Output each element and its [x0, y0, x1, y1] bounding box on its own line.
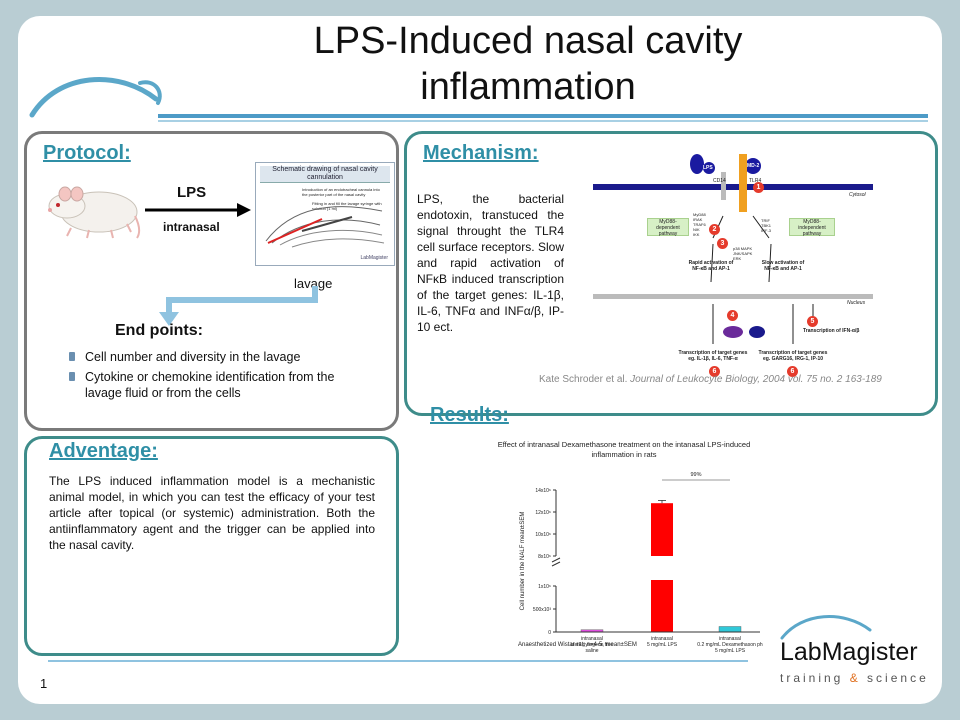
axis-break-mark: [551, 557, 561, 563]
step-1-marker: 1: [753, 182, 764, 193]
logo-name: LabMagister: [780, 638, 918, 666]
arrow-right-icon: [145, 203, 251, 217]
endpoint-item: Cytokine or chemokine identification fro…: [65, 369, 365, 401]
mechanism-heading: Mechanism:: [423, 142, 539, 164]
x-tick-label: 5 mg/mL LPS: [715, 648, 746, 654]
pathway-graphics: [593, 154, 873, 344]
right-transcription-label: Transcription of target genes eg. GARG16…: [758, 350, 828, 362]
bar-lower-segment: [651, 580, 673, 632]
lavage-label: lavage: [294, 276, 333, 291]
right-stack-label: TRIF TBK1 IRF-3: [761, 218, 772, 233]
chart-title: Effect of intranasal Dexamethasone treat…: [497, 440, 751, 459]
citation: Kate Schroder et al. Journal of Leukocyt…: [539, 374, 882, 385]
advantage-panel: Adventage: The LPS induced inflammation …: [24, 436, 399, 656]
x-tick-label: intranasal: [651, 636, 673, 642]
endpoints-title: End points:: [115, 322, 203, 339]
route-label: intranasal: [163, 220, 220, 234]
results-heading: Results:: [430, 404, 509, 426]
x-tick-label: intranasal: [719, 636, 741, 642]
nucleus-label: Nucleus: [847, 300, 866, 306]
endpoint-item: Cell number and diversity in the lavage: [65, 349, 365, 365]
return-arrow-icon: [159, 286, 318, 326]
tlr4-label: TLR4: [749, 178, 762, 184]
bullet-icon: [69, 372, 75, 381]
myd88-independent-box: MyD88-independent pathway: [789, 218, 835, 237]
y-tick-label: 0: [548, 630, 551, 636]
schematic-title: Schematic drawing of nasal cavity cannul…: [260, 166, 390, 183]
mapk-label: p38 MAPK JNK/SAPK ERK: [733, 246, 753, 261]
y-tick-label: 10x10⁶: [535, 532, 551, 538]
logo-tagline: training & science: [780, 671, 929, 685]
results-bar-chart: 0 500x10³ 1x10⁶ 8x10⁶ 10x10⁶ 12x10⁶ 14x10⁶ Cell…: [520, 472, 763, 654]
slow-activation-label: Slow activation of NF-κB and AP-1: [761, 260, 805, 272]
step-6b-marker: 6: [787, 366, 798, 377]
left-stack-label: MyD88 IRAK TRAF6 NIK IKK: [693, 212, 706, 237]
y-tick-label: 12x10⁶: [535, 510, 551, 516]
logo-swoosh: [780, 615, 872, 640]
tlr4-pathway-diagram: LBP LPS MD-2 CD14 TLR4 Cytosol Nucleus M…: [593, 154, 883, 384]
bullet-icon: [69, 352, 75, 361]
step-4-marker: 4: [727, 310, 738, 321]
md2-label: MD-2: [747, 163, 760, 169]
cd14-label: CD14: [713, 178, 726, 184]
mechanism-panel: Mechanism: LPS, the bacterial endotoxin,…: [404, 131, 938, 416]
step-2-marker: 2: [709, 224, 720, 235]
slide-number: 1: [40, 676, 48, 691]
protocol-heading: Protocol:: [43, 142, 131, 164]
y-tick-label: 8x10⁶: [538, 554, 551, 560]
x-tick-label: 0.2 mg/mL Dexamethason ph: [697, 642, 763, 648]
step-6a-marker: 6: [709, 366, 720, 377]
axis-break-mark: [551, 561, 561, 567]
bar-upper-segment: [651, 503, 673, 556]
ifn-transcription-label: Transcription of IFN-α/β: [803, 328, 860, 334]
lbp-label: LBP: [677, 158, 687, 164]
title-underline-light: [158, 120, 928, 122]
y-tick-label: 1x10⁶: [538, 584, 551, 590]
schematic-note-2: Fitting in and fill the lavage syringe w…: [312, 201, 382, 211]
x-tick-label: saline: [585, 648, 598, 654]
myd88-dependent-box: MyD88-dependent pathway: [647, 218, 689, 237]
nasal-cavity-drawing: [265, 206, 385, 248]
protocol-panel: Protocol: LPS intranasal Schematic drawi…: [24, 131, 399, 431]
y-tick-label: 14x10⁶: [535, 488, 551, 494]
left-transcription-label: Transcription of target genes eg. IL-1β,…: [678, 350, 748, 362]
mechanism-text: LPS, the bacterial endotoxin, transtuced…: [417, 192, 564, 334]
title-underline: [158, 114, 928, 118]
rat-image: [48, 186, 141, 239]
chart-caption: Anaesthetized Wistar rat; n=4-5, mean±SE…: [518, 642, 637, 648]
x-tick-label: steril pyrogene free: [571, 642, 614, 648]
significance-label: 99%: [690, 472, 701, 478]
bottom-rule: [48, 660, 748, 662]
slide-title: LPS-Induced nasal cavity inflammation: [313, 20, 743, 108]
slide: LPS-Induced nasal cavity inflammation Pr…: [18, 16, 942, 704]
step-3-marker: 3: [717, 238, 728, 249]
rapid-activation-label: Rapid activation of NF-κB and AP-1: [688, 260, 734, 272]
y-tick-label: 500x10³: [533, 607, 551, 613]
schematic-logo: LabMagister: [360, 255, 388, 261]
lps-diagram-label: LPS: [703, 165, 713, 171]
cytosol-label: Cytosol: [849, 192, 866, 198]
step-5-marker: 5: [807, 316, 818, 327]
lps-label: LPS: [177, 184, 207, 201]
bar: [718, 626, 742, 633]
x-tick-label: 5 mg/mL LPS: [647, 642, 678, 648]
schematic-note-1: Introduction of an endotracheal cannula …: [302, 187, 380, 197]
x-tick-label: intranasal: [581, 636, 603, 642]
schematic-image: Schematic drawing of nasal cavity cannul…: [255, 162, 395, 266]
swoosh-decoration: [29, 77, 162, 118]
advantage-heading: Adventage:: [49, 440, 158, 462]
endpoints-list: Cell number and diversity in the lavage …: [65, 349, 365, 405]
y-axis-label: Cell number in the NALF mean±SEM: [520, 512, 526, 611]
advantage-text: The LPS induced inflammation model is a …: [49, 474, 375, 552]
